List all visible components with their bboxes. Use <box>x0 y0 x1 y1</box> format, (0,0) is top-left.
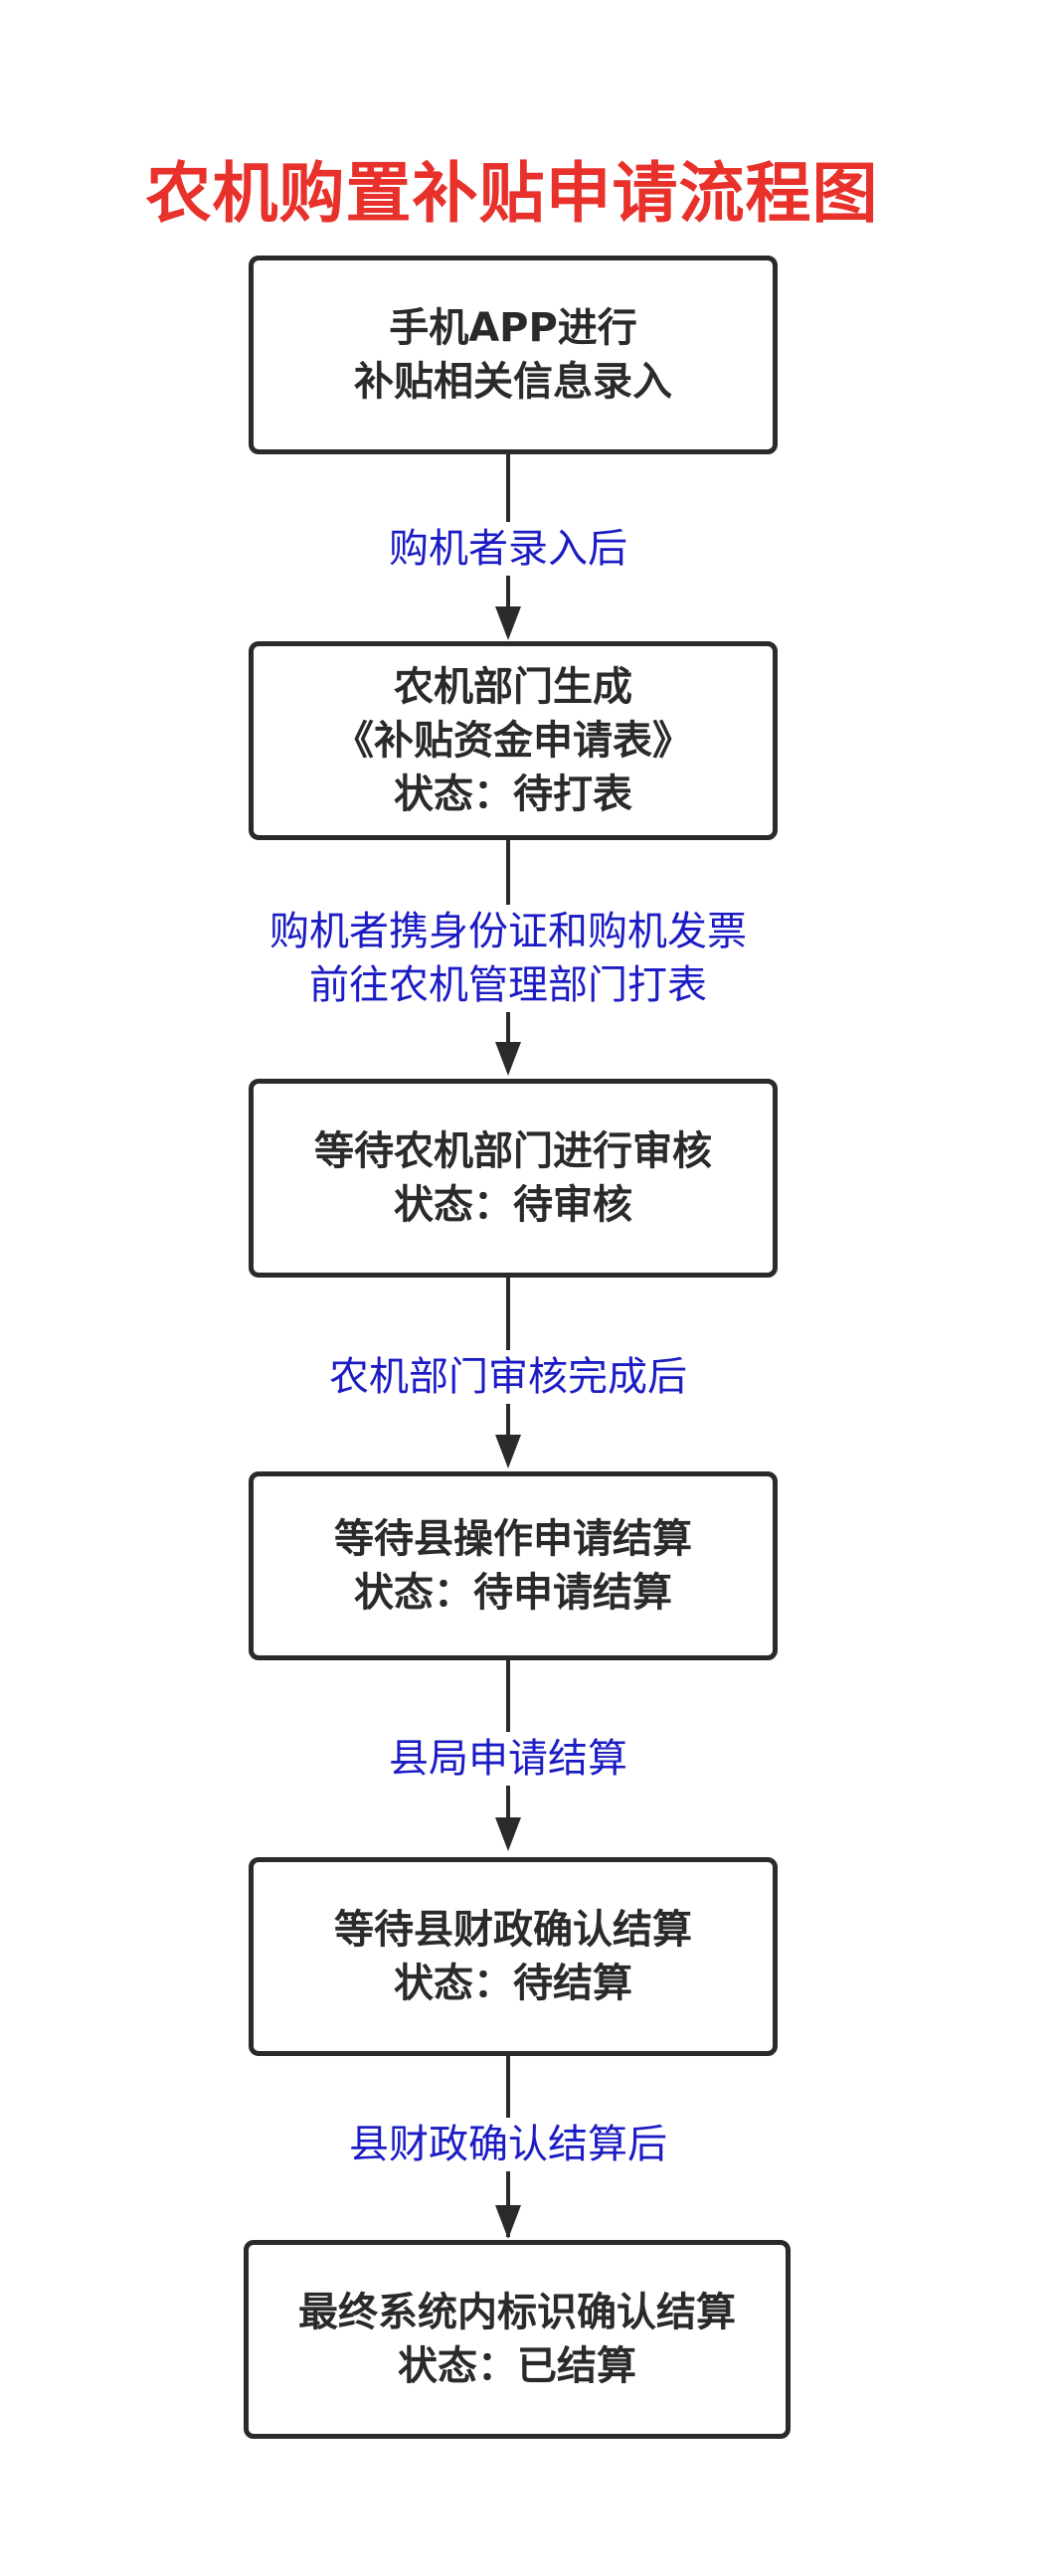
edge-label-text: 前往农机管理部门打表 <box>303 958 713 1012</box>
arrow-down-icon <box>495 1817 521 1851</box>
node-text: 手机APP进行 <box>389 305 637 351</box>
node-text: 等待农机部门进行审核 <box>314 1128 712 1174</box>
edge-label: 购机者录入后 <box>0 522 1016 576</box>
edge-label-text: 购机者携身份证和购机发票 <box>264 905 753 958</box>
node-text: 最终系统内标识确认结算 <box>298 2290 736 2335</box>
node-text: 状态：已结算 <box>398 2343 636 2389</box>
edge-label: 购机者携身份证和购机发票 前往农机管理部门打表 <box>0 905 1016 1012</box>
edge-label-text: 县局申请结算 <box>383 1732 633 1786</box>
node-text: 状态：待申请结算 <box>354 1570 672 1616</box>
edge-label-text: 农机部门审核完成后 <box>323 1350 693 1404</box>
flow-node-await-county-apply: 等待县操作申请结算 状态：待申请结算 <box>249 1471 778 1660</box>
node-text: 等待县操作申请结算 <box>334 1516 692 1562</box>
edge-label: 县局申请结算 <box>0 1732 1016 1786</box>
flow-node-final-settlement: 最终系统内标识确认结算 状态：已结算 <box>244 2240 791 2439</box>
node-text: 《补贴资金申请表》 <box>334 718 692 764</box>
node-text: 状态：待审核 <box>394 1182 632 1228</box>
edge-label: 农机部门审核完成后 <box>0 1350 1016 1404</box>
node-text: 等待县财政确认结算 <box>334 1907 692 1953</box>
flow-node-await-review: 等待农机部门进行审核 状态：待审核 <box>249 1079 778 1278</box>
edge-label: 县财政确认结算后 <box>0 2118 1016 2171</box>
arrow-down-icon <box>495 1042 521 1076</box>
node-text: 状态：待打表 <box>394 772 632 817</box>
flow-node-generate-form: 农机部门生成 《补贴资金申请表》 状态：待打表 <box>249 641 778 840</box>
arrow-down-icon <box>495 606 521 640</box>
edge-label-text: 购机者录入后 <box>383 522 633 576</box>
node-text: 农机部门生成 <box>394 664 632 710</box>
node-text: 状态：待结算 <box>394 1961 632 2006</box>
node-text: 补贴相关信息录入 <box>354 359 672 405</box>
flow-node-await-finance-confirm: 等待县财政确认结算 状态：待结算 <box>249 1857 778 2056</box>
arrow-down-icon <box>495 1435 521 1468</box>
arrow-down-icon <box>495 2205 521 2239</box>
flow-node-app-entry: 手机APP进行 补贴相关信息录入 <box>249 256 778 454</box>
diagram-title: 农机购置补贴申请流程图 <box>145 155 879 232</box>
edge-label-text: 县财政确认结算后 <box>343 2118 673 2171</box>
